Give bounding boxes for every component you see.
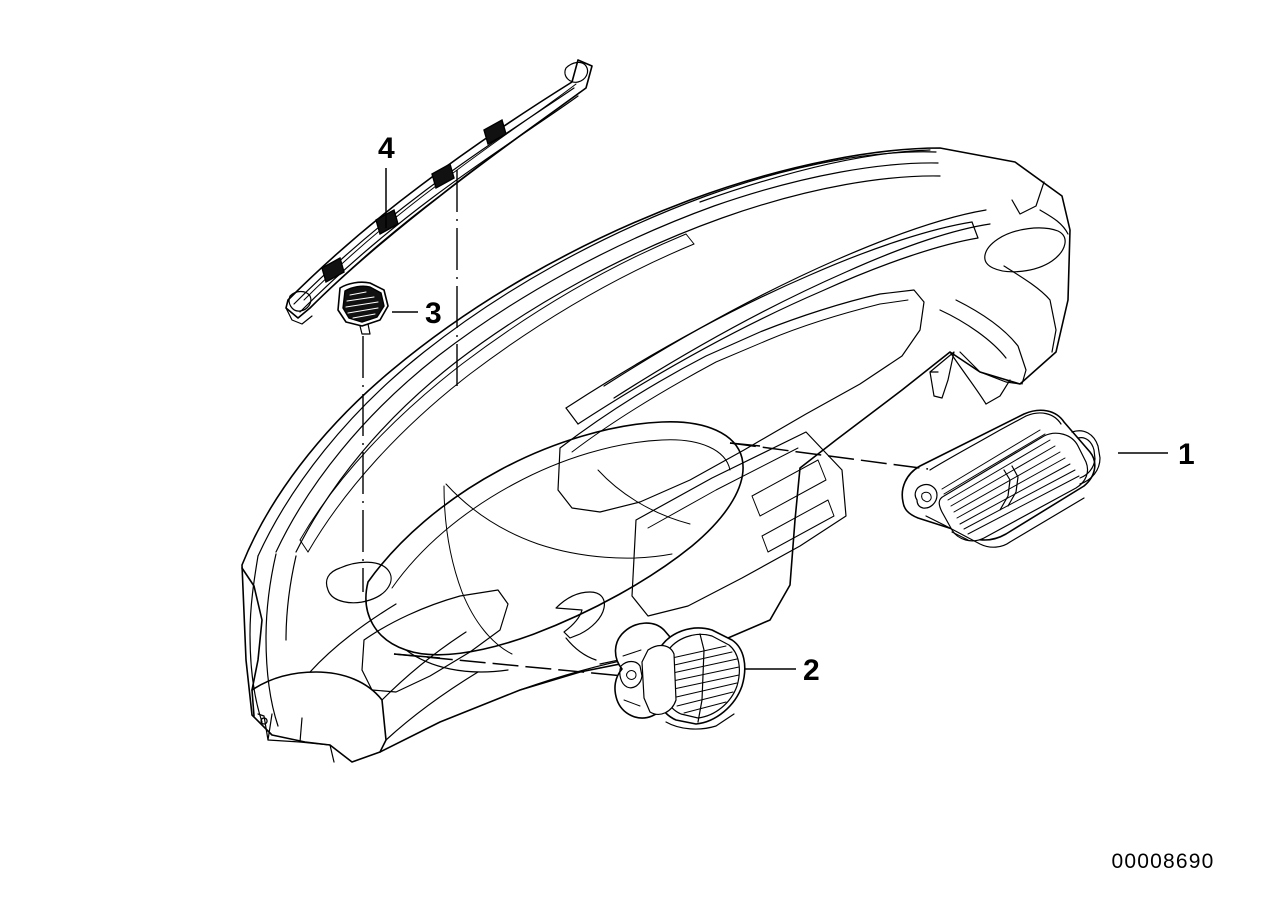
callout-number-2: 2 <box>803 654 820 687</box>
part-3-defroster-grille <box>337 281 389 335</box>
instrument-panel-assembly <box>241 147 1071 763</box>
callout-number-1: 1 <box>1178 438 1195 471</box>
callout-number-3: 3 <box>425 297 442 330</box>
leader-lines <box>362 168 1168 677</box>
part-2-round-vent <box>614 622 746 730</box>
part-4-trim-strip <box>285 59 593 325</box>
callout-numbers: 1 2 3 4 <box>378 132 1195 687</box>
callout-number-4: 4 <box>378 132 395 165</box>
figure-id-label: 00008690 <box>1111 850 1214 873</box>
part-1-rectangular-vent <box>901 409 1101 548</box>
pointer-line-1 <box>729 442 929 470</box>
